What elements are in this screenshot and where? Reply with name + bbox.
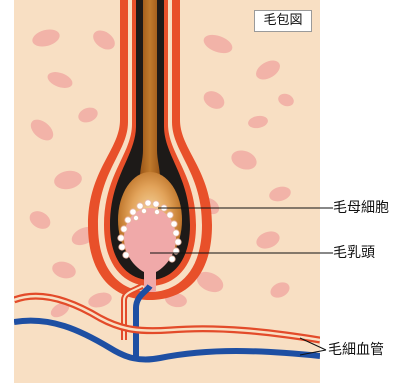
hair-shaft [140, 0, 160, 178]
diagram-title: 毛包図 [254, 10, 312, 32]
label-hair-matrix: 毛母細胞 [333, 200, 389, 216]
label-capillaries: 毛細血管 [328, 342, 384, 358]
label-dermal-papilla: 毛乳頭 [333, 245, 375, 261]
